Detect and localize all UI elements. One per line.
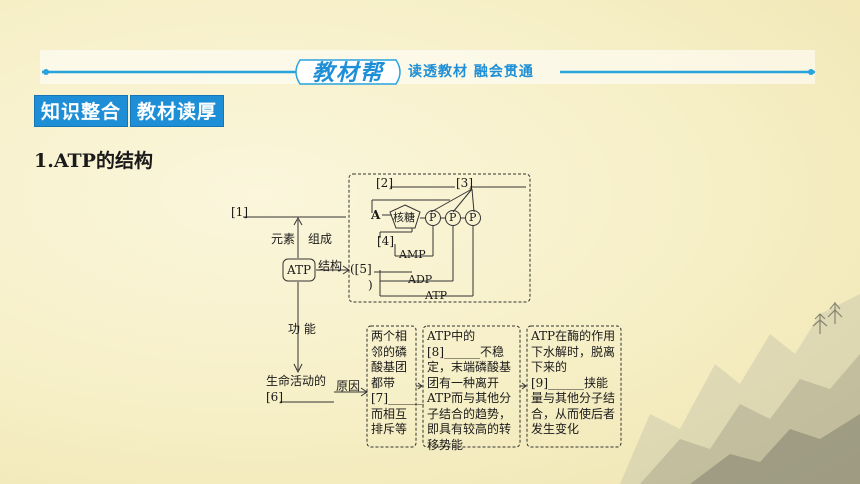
ribose-shape: [389, 204, 421, 229]
reason-box-2-text: ATP中的[8]______不稳定，末端磷酸基团有一种离开ATP而与其他分子结合…: [427, 329, 512, 452]
adp-label: ADP: [408, 273, 433, 286]
atp-box-label: ATP: [287, 263, 312, 277]
label-1: [1]: [231, 205, 248, 219]
label-6: [6]: [266, 390, 283, 404]
label-5: ([5]: [350, 262, 372, 276]
banner: [40, 50, 815, 85]
reason-box-1-text: 两个相邻的磷酸基团都带[7]______而相互排斥等: [371, 329, 424, 436]
section-title: 1.ATP的结构: [34, 150, 153, 172]
structure-box: [348, 173, 531, 303]
label-3: [3]: [456, 176, 473, 190]
compose-label: 组成: [308, 232, 333, 246]
reason-box-3: [526, 325, 622, 448]
ribose-label: 核糖: [393, 211, 415, 224]
tag-textbook: 教材读厚: [130, 95, 225, 127]
reason-box-3-text: ATP在酶的作用下水解时，脱离下来的[9]______挟能量与其他分子结合，从而…: [531, 329, 616, 436]
phosphate-1: [425, 210, 441, 226]
banner-subtitle: 读透教材 融会贯通: [408, 64, 534, 80]
tag-row: 知识整合 教材读厚: [34, 95, 225, 127]
tag-knowledge: 知识整合: [34, 95, 129, 127]
amp-label: AMP: [399, 248, 426, 261]
landscape-decoration: [620, 294, 860, 484]
label-2: [2]: [376, 176, 393, 190]
banner-title: 教材帮: [312, 61, 385, 86]
life-activity-label: 生命活动的: [266, 374, 327, 388]
close-paren: ): [368, 278, 373, 292]
phosphate-label-1: P: [429, 211, 437, 224]
phosphate-label-3: P: [469, 211, 477, 224]
phosphate-label-2: P: [449, 211, 457, 224]
atp-line-label: ATP: [425, 289, 448, 302]
reason-box-1: [366, 325, 417, 448]
label-4: [4]: [377, 234, 394, 248]
reason-label: 原因: [336, 379, 361, 393]
atp-node: [282, 258, 316, 282]
function-label: 功 能: [288, 322, 316, 336]
phosphate-3: [465, 210, 481, 226]
adenine-label: A: [371, 208, 381, 222]
phosphate-2: [445, 210, 461, 226]
elements-label: 元素: [271, 232, 296, 246]
structure-label: 结构: [318, 259, 343, 273]
